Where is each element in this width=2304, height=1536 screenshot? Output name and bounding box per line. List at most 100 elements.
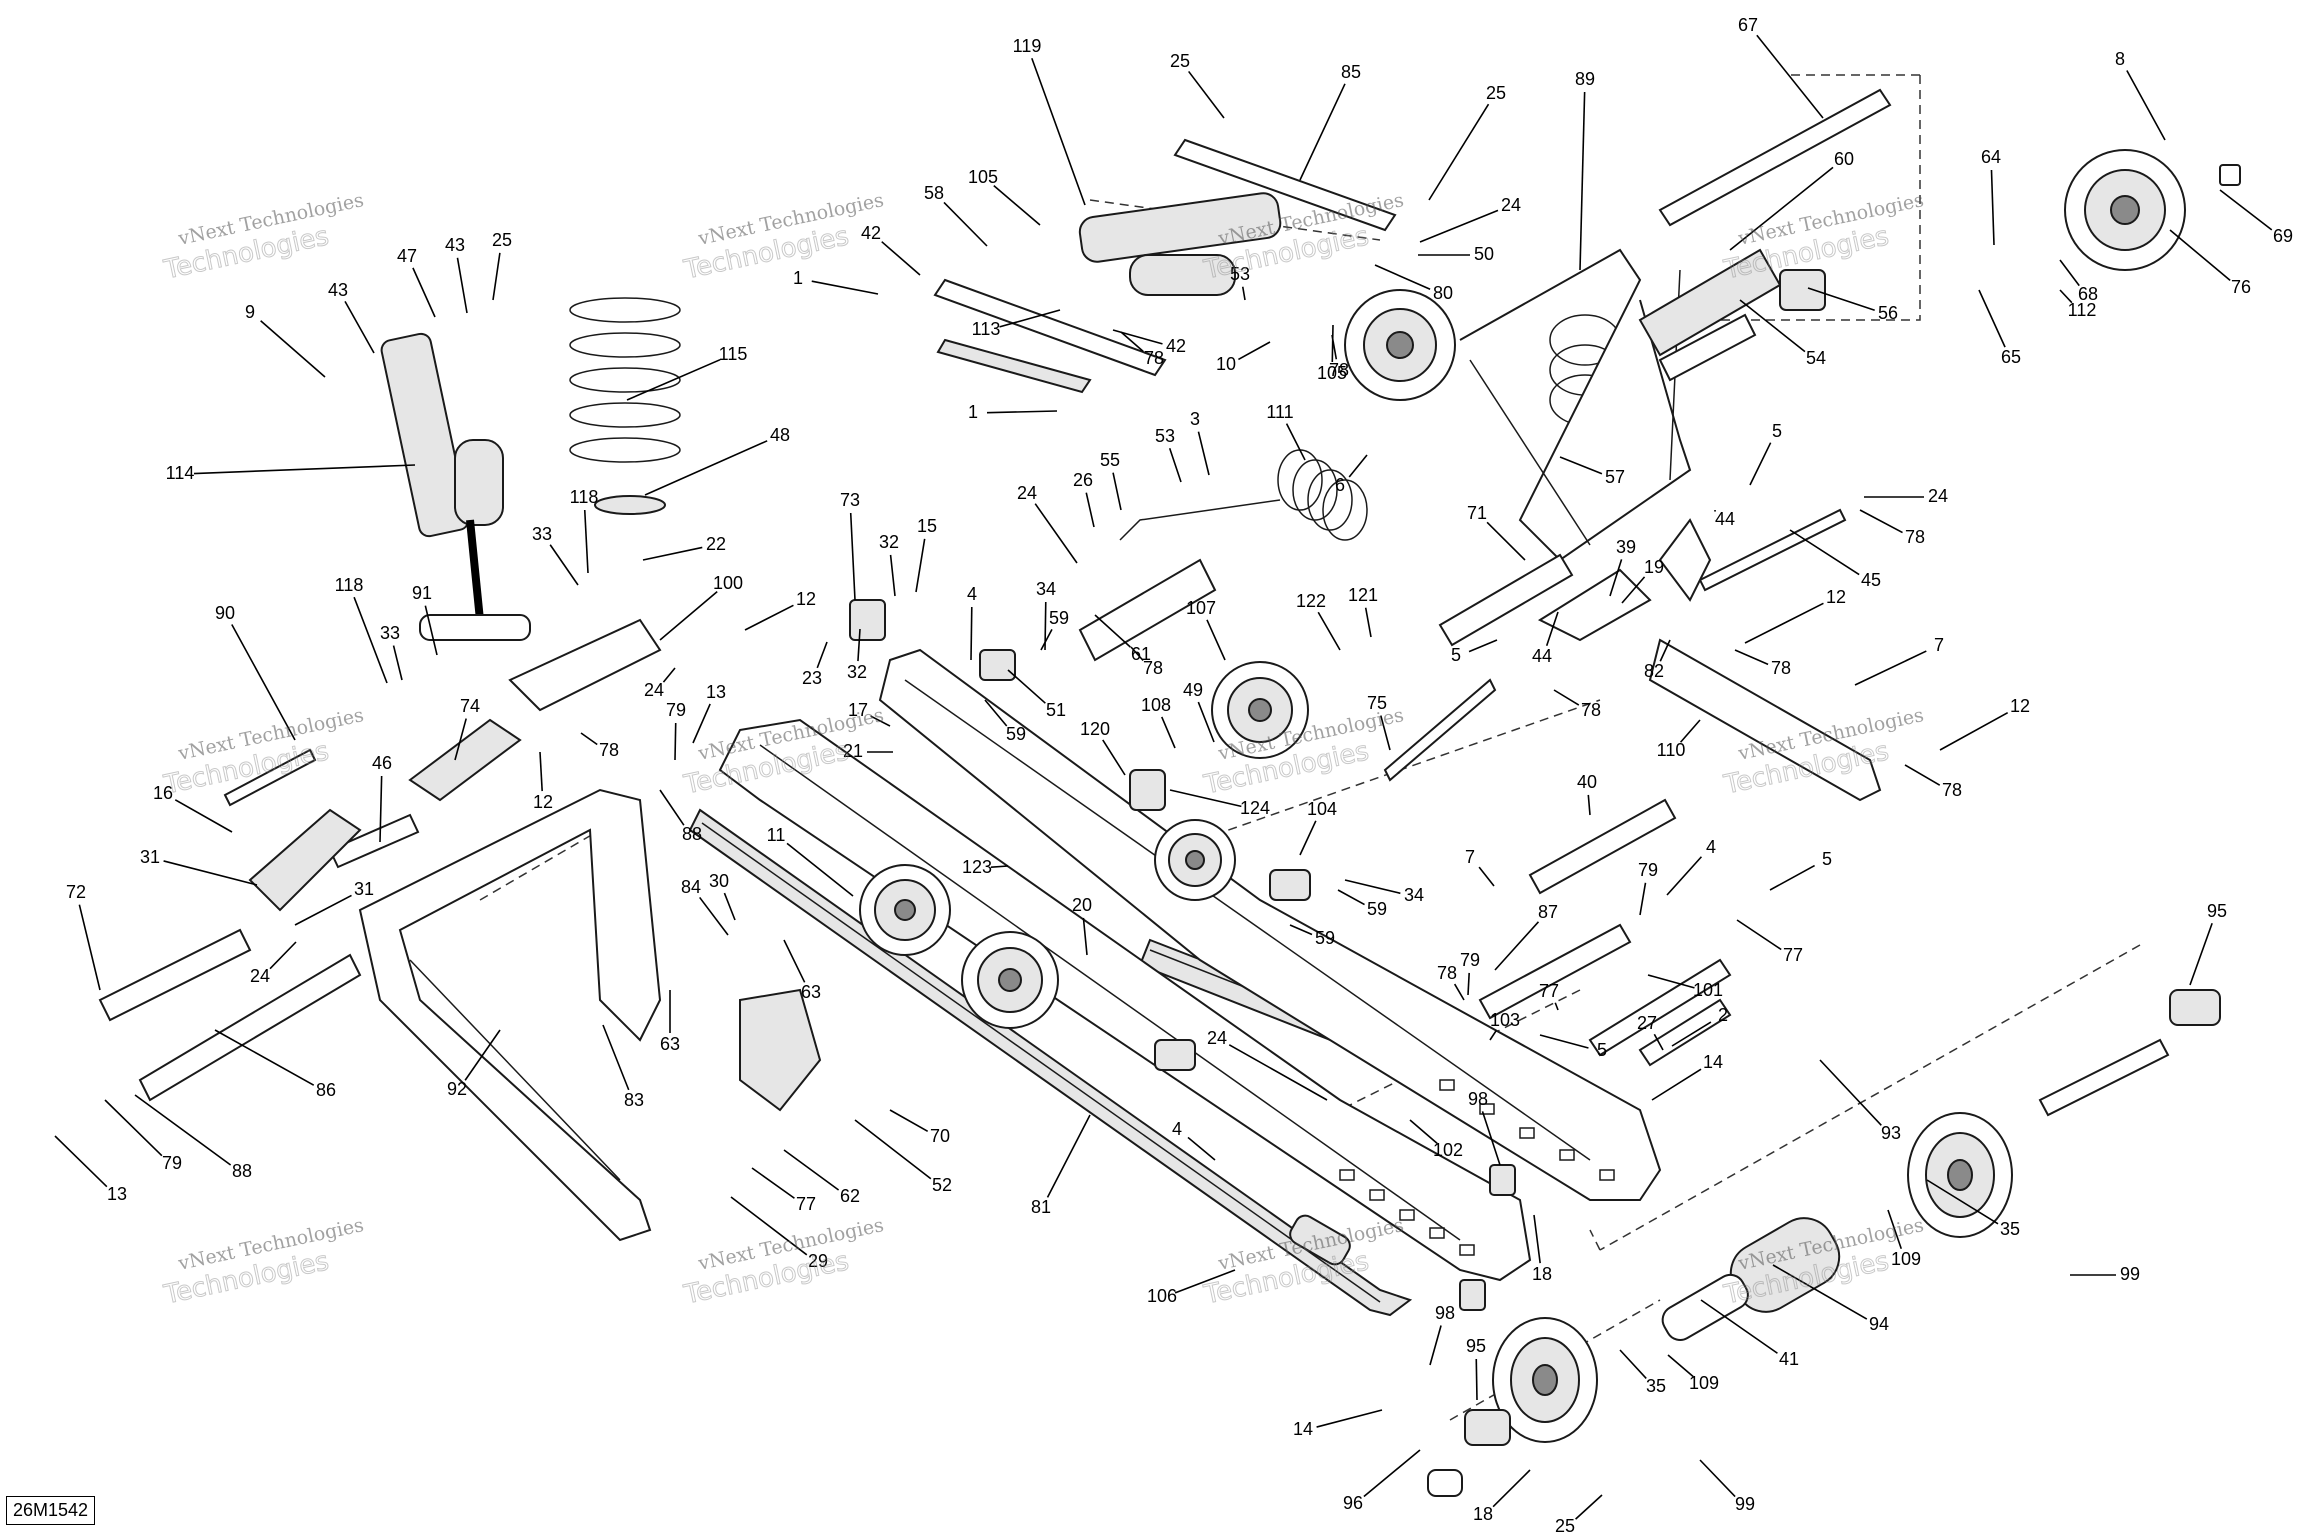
leader-line-49 [1197, 701, 1215, 743]
callout-61: 61 [1131, 644, 1151, 664]
leader-line-73 [849, 512, 856, 601]
leader-line-112 [2059, 289, 2073, 304]
leader-line-29 [730, 1196, 808, 1256]
leader-line-17 [870, 715, 891, 727]
callout-9: 9 [245, 302, 255, 322]
callout-88: 88 [682, 824, 702, 844]
leader-line-59 [984, 699, 1008, 727]
leader-line-14 [1651, 1068, 1702, 1101]
leader-line-91 [424, 605, 438, 656]
callout-118: 118 [570, 487, 599, 507]
leader-line-25 [492, 252, 501, 301]
callout-73: 73 [840, 490, 860, 510]
callout-26: 26 [1073, 470, 1093, 490]
callout-99: 99 [2120, 1264, 2140, 1284]
callout-35: 35 [2000, 1219, 2020, 1239]
callout-4: 4 [1172, 1119, 1182, 1139]
callout-112: 112 [2068, 300, 2097, 320]
callout-1: 1 [968, 402, 978, 422]
leader-line-109 [1887, 1209, 1903, 1249]
callout-25: 25 [1555, 1516, 1575, 1536]
callout-118: 118 [335, 575, 364, 595]
callout-87: 87 [1538, 902, 1558, 922]
front-arm [358, 788, 822, 1242]
callout-25: 25 [1486, 83, 1506, 103]
callout-52: 52 [932, 1175, 952, 1195]
leader-line-77 [1554, 1002, 1559, 1011]
leader-line-24 [269, 941, 297, 970]
leader-line-78 [1453, 983, 1465, 1001]
leader-line-62 [783, 1149, 840, 1191]
leader-line-123 [990, 865, 1009, 869]
callout-109: 109 [1689, 1373, 1719, 1393]
callout-95: 95 [1466, 1336, 1486, 1356]
callout-43: 43 [445, 235, 465, 255]
leader-line-53 [1241, 286, 1246, 301]
leader-line-23 [816, 641, 828, 669]
leader-line-54 [1739, 299, 1806, 353]
leader-line-110 [1679, 719, 1701, 743]
idler-wheel-front-2 [961, 931, 1059, 1029]
callout-39: 39 [1616, 537, 1636, 557]
callout-5: 5 [1822, 849, 1832, 869]
leader-line-26 [1085, 492, 1095, 528]
callout-8: 8 [2115, 49, 2125, 69]
front-shock-absorber [380, 332, 531, 641]
leader-line-42 [881, 241, 921, 276]
leader-line-5 [1769, 864, 1815, 891]
leader-line-94 [1772, 1264, 1868, 1320]
leader-line-77 [751, 1167, 795, 1199]
watermark-10: vNext Technologies Technologies [680, 1214, 885, 1311]
torsion-spring [1119, 449, 1368, 541]
callout-15: 15 [917, 516, 937, 536]
leader-line-78 [1859, 509, 1903, 534]
callout-18: 18 [1473, 1504, 1493, 1524]
leader-line-68 [2059, 259, 2080, 287]
callout-119: 119 [1013, 36, 1042, 56]
callout-82: 82 [1644, 661, 1664, 681]
callout-5: 5 [1597, 1040, 1607, 1060]
leader-line-19 [1621, 576, 1646, 604]
leader-line-39 [1609, 559, 1623, 597]
leader-line-88 [134, 1094, 232, 1166]
leader-line-79 [1467, 972, 1470, 996]
leader-line-12 [1744, 602, 1824, 644]
leader-line-102 [1409, 1119, 1438, 1145]
leader-line-13 [54, 1135, 108, 1188]
callout-11: 11 [767, 825, 786, 845]
leader-line-41 [1700, 1299, 1778, 1354]
leader-line-18 [1492, 1469, 1531, 1508]
callout-60: 60 [1834, 149, 1854, 169]
callout-91: 91 [412, 583, 432, 603]
callout-114: 114 [166, 463, 195, 483]
callout-22: 22 [706, 534, 726, 554]
leader-line-43 [344, 300, 375, 354]
callout-107: 107 [1186, 598, 1216, 618]
leader-line-70 [889, 1109, 929, 1132]
leader-line-78 [1734, 649, 1769, 666]
callout-69: 69 [2273, 226, 2293, 246]
callout-78: 78 [599, 740, 619, 760]
leader-line-59 [1337, 889, 1365, 906]
callout-56: 56 [1878, 303, 1898, 323]
leader-line-20 [1082, 917, 1088, 956]
callout-79: 79 [666, 700, 686, 720]
idler-wheel-rear-upper [1907, 1112, 2013, 1238]
callout-35: 35 [1646, 1376, 1666, 1396]
leader-line-24 [1228, 1044, 1328, 1101]
callout-53: 53 [1230, 264, 1250, 284]
watermark-2: vNext Technologies Technologies [680, 189, 885, 286]
callout-86: 86 [316, 1080, 336, 1100]
leader-line-77 [1736, 919, 1782, 951]
callout-100: 100 [713, 573, 743, 593]
leader-line-35 [1619, 1349, 1647, 1379]
callout-34: 34 [1404, 885, 1424, 905]
leader-line-124 [1169, 789, 1242, 808]
leader-line-63 [783, 939, 806, 983]
callout-13: 13 [706, 682, 726, 702]
leader-line-14 [1316, 1409, 1383, 1428]
leader-line-99 [1699, 1459, 1736, 1498]
watermark-9: vNext Technologies Technologies [160, 1214, 365, 1311]
leader-line-7 [1854, 650, 1927, 686]
leader-line-115 [626, 358, 721, 401]
